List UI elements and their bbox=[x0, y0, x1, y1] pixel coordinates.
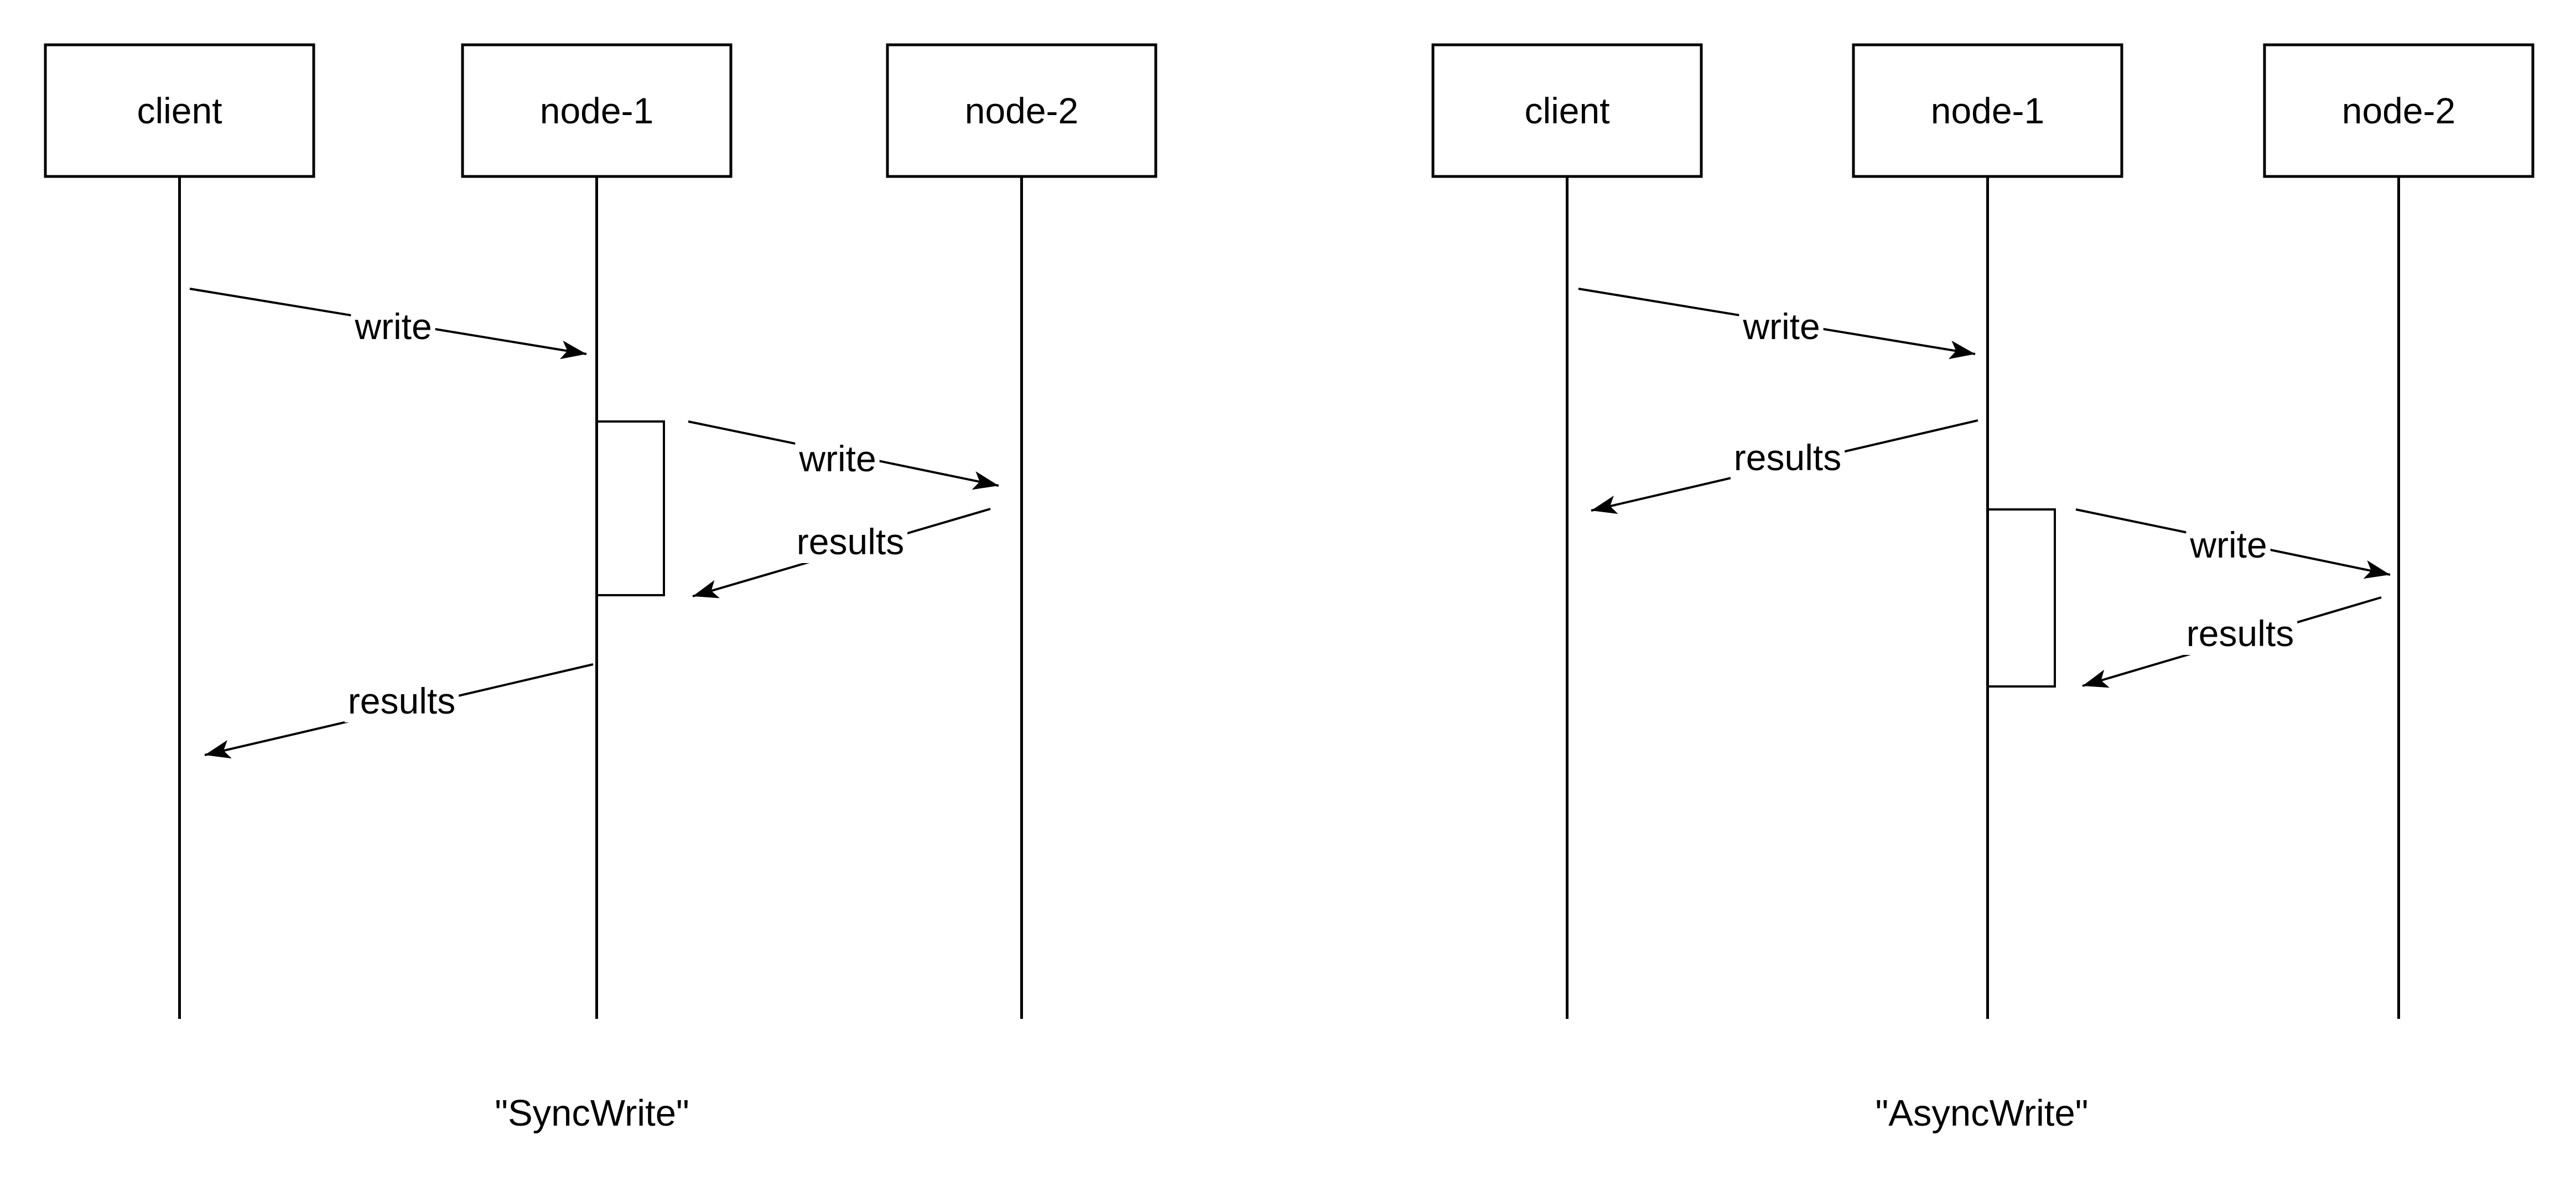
actor-box-node-2 bbox=[2263, 43, 2535, 178]
label-background bbox=[1730, 436, 1845, 479]
diagram-caption-syncwrite: "SyncWrite" bbox=[495, 1092, 689, 1134]
message-label-write-2: write bbox=[795, 437, 880, 480]
actor-box-client bbox=[44, 43, 315, 178]
actor-box-node-1 bbox=[1852, 43, 2123, 178]
sequence-diagram-syncwrite: write write results results client no bbox=[44, 43, 1157, 1134]
actor-label-client: client bbox=[137, 90, 222, 131]
actor-label-node-2: node-2 bbox=[2342, 90, 2456, 131]
actor-node-1: node-1 bbox=[1852, 43, 2123, 178]
message-label-results-2: results bbox=[2183, 612, 2298, 655]
sequence-diagram-asyncwrite: write results write results client no bbox=[1431, 43, 2535, 1134]
label-background bbox=[351, 305, 435, 348]
actor-label-client: client bbox=[1524, 90, 1609, 131]
message-label-text: write bbox=[798, 438, 876, 479]
label-background bbox=[2183, 612, 2298, 655]
label-background bbox=[344, 679, 459, 722]
label-background bbox=[793, 520, 908, 563]
actor-label-node-1: node-1 bbox=[1931, 90, 2045, 131]
message-label-text: results bbox=[797, 521, 904, 562]
message-label-text: write bbox=[354, 306, 432, 347]
message-label-text: results bbox=[1734, 437, 1841, 478]
actor-node-2: node-2 bbox=[2263, 43, 2535, 178]
message-label-text: write bbox=[2189, 524, 2267, 565]
actor-client: client bbox=[1431, 43, 1703, 178]
actor-box-client bbox=[1431, 43, 1703, 178]
actor-label-node-1: node-1 bbox=[540, 90, 654, 131]
actor-box-node-2 bbox=[886, 43, 1157, 178]
message-label-results-1: results bbox=[793, 520, 908, 563]
label-background bbox=[795, 437, 880, 480]
actor-node-1: node-1 bbox=[461, 43, 733, 178]
label-background bbox=[1739, 305, 1824, 348]
actor-box-node-1 bbox=[461, 43, 733, 178]
message-label-results-1: results bbox=[1730, 436, 1845, 479]
actor-node-2: node-2 bbox=[886, 43, 1157, 178]
message-label-text: results bbox=[2187, 613, 2294, 654]
message-label-write-1: write bbox=[1739, 305, 1824, 348]
message-label-text: write bbox=[1742, 306, 1820, 347]
actor-label-node-2: node-2 bbox=[965, 90, 1079, 131]
actor-client: client bbox=[44, 43, 315, 178]
label-background bbox=[2186, 523, 2271, 566]
message-label-write-1: write bbox=[351, 305, 435, 348]
activation-bar-node-1 bbox=[596, 420, 665, 596]
message-label-text: results bbox=[348, 680, 455, 721]
message-label-write-2: write bbox=[2186, 523, 2271, 566]
diagram-caption-asyncwrite: "AsyncWrite" bbox=[1875, 1092, 2088, 1134]
activation-bar-node-1 bbox=[1987, 508, 2056, 688]
message-label-results-2: results bbox=[344, 679, 459, 722]
